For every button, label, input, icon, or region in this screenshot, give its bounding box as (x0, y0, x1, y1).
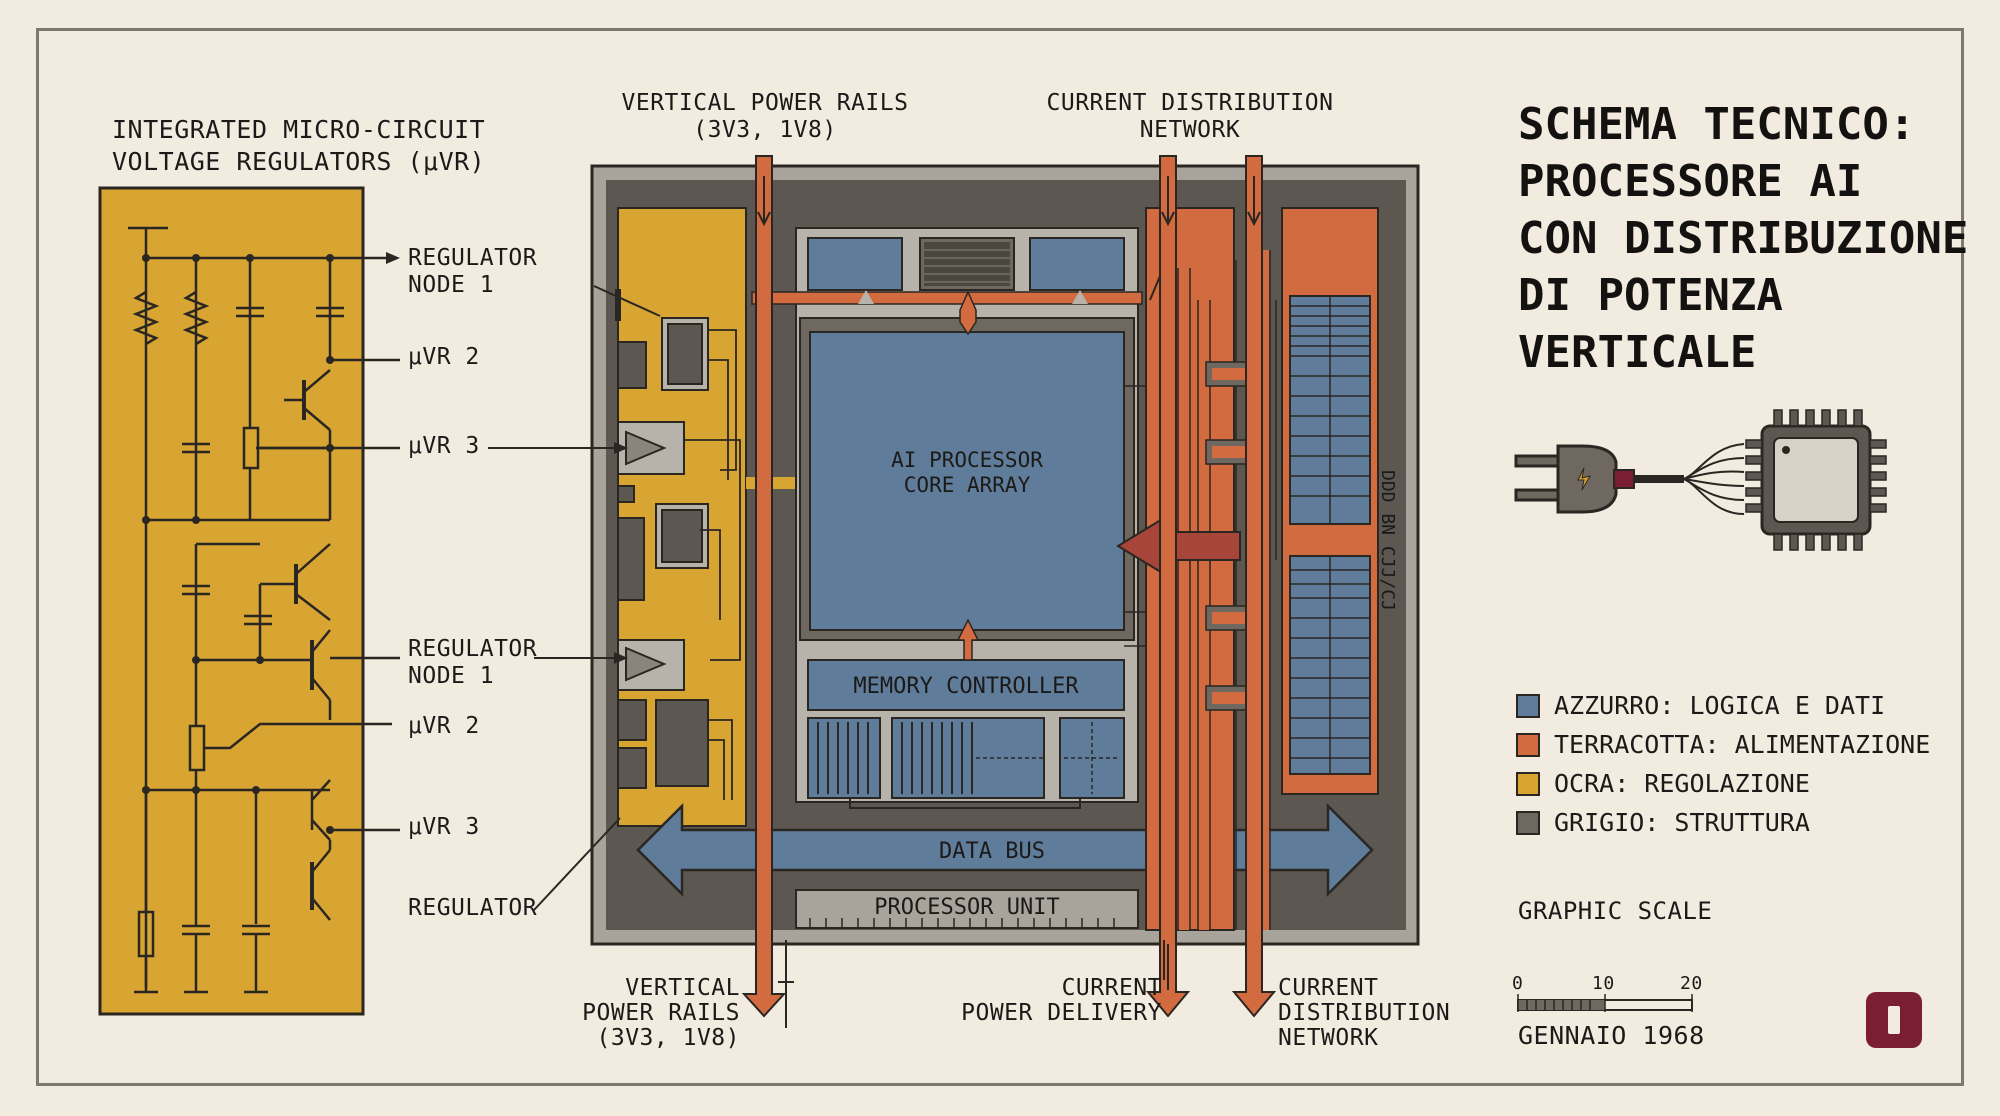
scale-tick-20: 20 (1680, 973, 1703, 994)
leader-lines (488, 285, 1165, 980)
uvr-3-bottom-label: μVR 3 (408, 814, 480, 840)
brand-logo (1866, 992, 1922, 1048)
vertical-power-rails-bottom-label: VERTICAL POWER RAILS (3V3, 1V8) (582, 975, 740, 1051)
current-distribution-top-label: CURRENT DISTRIBUTION NETWORK (1046, 90, 1334, 143)
current-distribution-bottom-label: CURRENT DISTRIBUTION NETWORK (1278, 975, 1451, 1051)
title-line-5: VERTICALE (1518, 327, 1757, 378)
plug-to-chip-illustration (1514, 409, 1887, 551)
legend-label-terracotta: TERRACOTTA: ALIMENTAZIONE (1554, 730, 1931, 759)
legend-item-ochre: OCRA: REGOLAZIONE (1516, 764, 1930, 803)
data-bus-label: DATA BUS (939, 839, 1045, 864)
legend-label-ochre: OCRA: REGOLAZIONE (1554, 769, 1810, 798)
legend-item-terracotta: TERRACOTTA: ALIMENTAZIONE (1516, 725, 1930, 764)
regulator-panel-heading: INTEGRATED MICRO-CIRCUIT VOLTAGE REGULAT… (112, 115, 486, 176)
uvr-2-label: μVR 2 (408, 344, 480, 370)
legend-swatch-gray (1516, 810, 1540, 835)
scale-tick-10: 10 (1592, 973, 1615, 994)
title-line-1: SCHEMA TECNICO: (1518, 99, 1916, 150)
side-text: DDD BN CJJ/CJ (1377, 470, 1398, 611)
legend-item-gray: GRIGIO: STRUTTURA (1516, 803, 1930, 842)
regulator-panel (98, 186, 400, 1016)
scale-bar (1517, 994, 1693, 1012)
legend-label-blue: AZZURRO: LOGICA E DATI (1554, 691, 1886, 720)
uvr-3-label: μVR 3 (408, 433, 480, 459)
current-power-delivery-label: CURRENT POWER DELIVERY (961, 975, 1162, 1026)
legend-swatch-ochre (1516, 771, 1540, 796)
memory-controller-label: MEMORY CONTROLLER (853, 674, 1079, 699)
scale-tick-0: 0 (1512, 973, 1524, 994)
vertical-power-rails-top-label: VERTICAL POWER RAILS (3V3, 1V8) (621, 90, 909, 143)
date-label: GENNAIO 1968 (1518, 1021, 1705, 1050)
regulator-node-1-mid-label: REGULATOR NODE 1 (408, 636, 538, 689)
regulator-label: REGULATOR (408, 895, 538, 921)
regulator-node-1-label: REGULATOR NODE 1 (408, 245, 538, 298)
title-line-4: DI POTENZA (1518, 270, 1783, 321)
page-title: SCHEMA TECNICO: PROCESSORE AI CON DISTRI… (1518, 96, 1968, 381)
core-label-line-2: CORE ARRAY (904, 473, 1031, 497)
legend-item-blue: AZZURRO: LOGICA E DATI (1516, 686, 1930, 725)
uvr-2-bottom-label: μVR 2 (408, 713, 480, 739)
legend-swatch-blue (1516, 693, 1540, 718)
graphic-scale-heading: GRAPHIC SCALE (1518, 897, 1713, 925)
legend-swatch-terracotta (1516, 732, 1540, 757)
regulator-blocks (615, 289, 709, 789)
legend-label-gray: GRIGIO: STRUTTURA (1554, 808, 1810, 837)
title-line-2: PROCESSORE AI (1518, 156, 1863, 207)
core-label-line-1: AI PROCESSOR (891, 448, 1043, 472)
chip-block (590, 155, 1420, 1028)
title-line-3: CON DISTRIBUZIONE (1518, 213, 1969, 264)
processor-unit-label: PROCESSOR UNIT (874, 895, 1059, 920)
page-frame (36, 28, 1964, 1086)
color-legend: AZZURRO: LOGICA E DATI TERRACOTTA: ALIME… (1516, 686, 1930, 842)
